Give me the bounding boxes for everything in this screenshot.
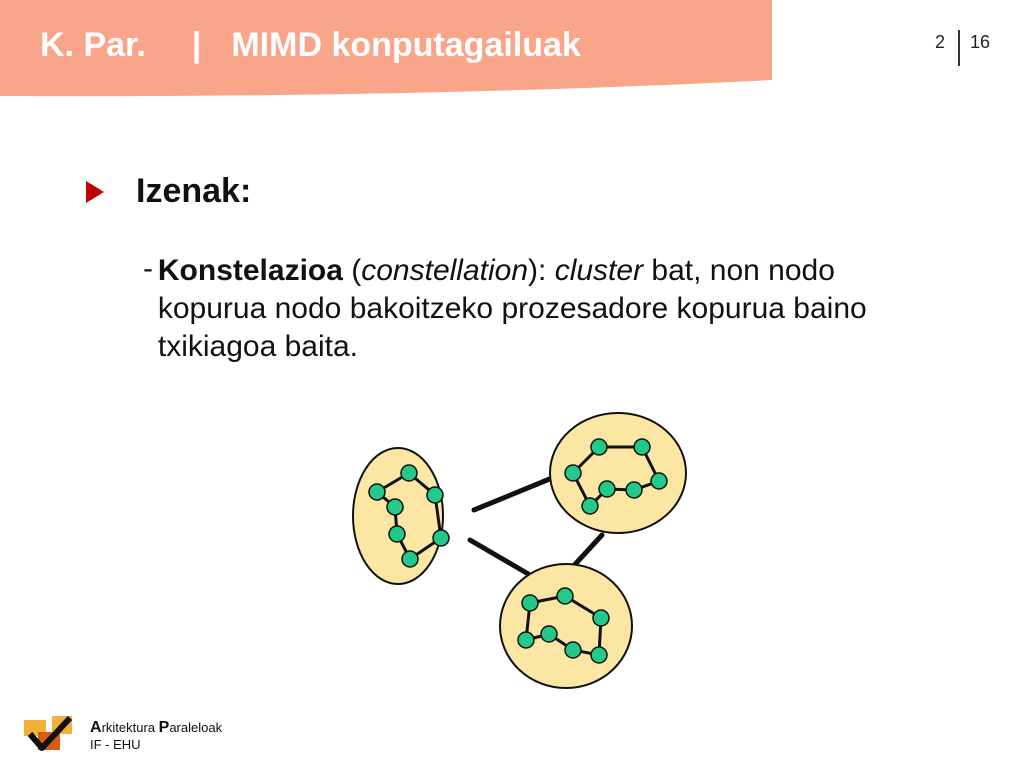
definition-rest: bat, non nodo kopurua nodo bakoitzeko pr…: [157, 254, 867, 363]
footer-line-2: IF - EHU: [90, 737, 141, 752]
footer-rest-p: araleloak: [169, 720, 223, 735]
footer-cap-p: P: [158, 719, 170, 736]
link-left-bottom: [467, 537, 533, 578]
english-term: constellation: [361, 254, 529, 287]
cluster-bottom-nodes: [517, 587, 610, 664]
header-separator: |: [191, 26, 202, 64]
bullet-arrow-icon: [86, 180, 104, 203]
cluster-left: [352, 447, 450, 585]
bullet-title: Izenak:: [136, 172, 252, 210]
link-left-top: [471, 475, 555, 513]
dash-marker: -: [143, 252, 153, 285]
definition-item: - Konstelazioa (constellation): cluster …: [143, 252, 903, 366]
paren-close: ):: [528, 254, 555, 287]
chapter-number: 2: [935, 32, 946, 52]
term-bold: Konstelazioa: [157, 254, 343, 287]
slide-title: MIMD konputagailuak: [231, 26, 581, 64]
cluster-bottom: [499, 563, 633, 689]
cluster-word: cluster: [554, 254, 644, 287]
course-abbrev: K. Par.: [40, 26, 146, 64]
cluster-left-ellipse: [352, 447, 444, 585]
header-band: [0, 0, 772, 97]
definition-text: Konstelazioa (constellation): cluster ba…: [158, 252, 903, 366]
footer-line-1: Arkitektura Paraleloak: [90, 719, 222, 736]
page-number-divider: [958, 30, 960, 66]
header-title-bar: K. Par. | MIMD konputagailuak: [40, 26, 581, 65]
checkmark-logo-icon: [24, 715, 73, 751]
slide-number: 16: [970, 32, 991, 52]
bullet-item: Izenak:: [86, 172, 251, 211]
cluster-top: [549, 412, 687, 534]
footer-cap-a: A: [90, 719, 102, 736]
footer-credit: Arkitektura Paraleloak IF - EHU: [90, 719, 222, 753]
footer-rest-a: rkitektura: [101, 720, 159, 735]
cluster-left-nodes: [368, 464, 450, 568]
constellation-diagram: [352, 412, 687, 689]
paren-open: (: [342, 254, 362, 287]
cluster-bottom-ellipse: [499, 563, 633, 689]
cluster-top-nodes: [564, 438, 668, 515]
